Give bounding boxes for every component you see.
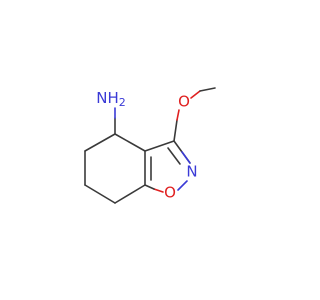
bond-c3-n-double-b (167, 147, 181, 165)
bond-c3a-c3 (144, 140, 175, 152)
ring-nitrogen-label: N (186, 163, 197, 181)
bond-o-c7a-o (153, 188, 164, 193)
amine-label: NH2 (96, 89, 126, 110)
bond-c3-omethoxy-o (176, 109, 180, 121)
bond-c7-c7a (114, 184, 146, 204)
methoxy-oxygen-label: O (178, 93, 190, 111)
bond-omethoxy-ch3 (199, 87, 216, 92)
amine-subscript: 2 (119, 96, 126, 109)
bond-c3-omethoxy (173, 119, 178, 142)
structure-canvas: NH2 O N O (84, 87, 216, 204)
bond-c3-n-double-a-n (181, 151, 191, 164)
amine-nh-text: NH (96, 89, 119, 107)
ring-oxygen-label: O (164, 184, 176, 202)
bond-n-o (177, 180, 188, 191)
molecule-diagram: NH2 O N O (84, 87, 216, 204)
bond-c4-c5 (84, 133, 116, 152)
bond-c3a-c4 (114, 133, 146, 152)
bond-o-c7a (144, 184, 155, 190)
bond-omethoxy-ch3-o (190, 90, 201, 99)
bond-c6-c7 (84, 184, 116, 204)
